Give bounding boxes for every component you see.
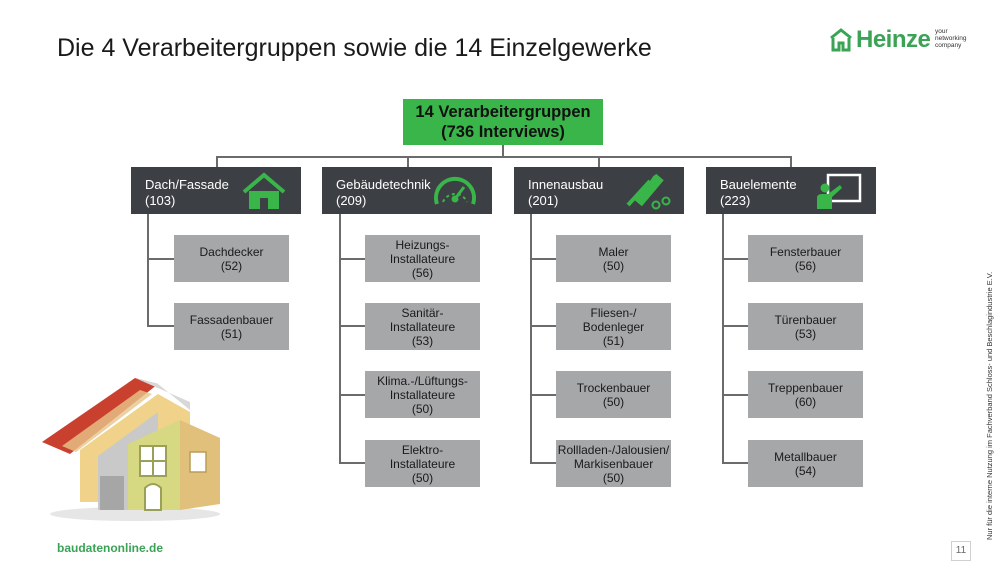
- connector: [530, 214, 532, 464]
- root-title: 14 Verarbeitergruppen: [415, 103, 591, 121]
- trade-treppenbauer: Treppenbauer(60): [748, 371, 863, 418]
- group-name: Bauelemente: [720, 177, 797, 192]
- connector: [407, 156, 409, 167]
- page-number: 11: [951, 541, 971, 561]
- connector: [722, 394, 748, 396]
- connector: [339, 258, 365, 260]
- connector: [216, 156, 218, 167]
- connector: [530, 325, 556, 327]
- trade-fensterbauer: Fensterbauer(56): [748, 235, 863, 282]
- connector: [530, 258, 556, 260]
- trade-fliesen-bodenleger: Fliesen-/ Bodenleger(51): [556, 303, 671, 350]
- heinze-logo-icon: [830, 28, 852, 52]
- presentation-icon: [817, 173, 862, 209]
- group-innenausbau: Innenausbau (201): [514, 167, 684, 214]
- tools-icon: [626, 173, 671, 210]
- connector: [722, 462, 748, 464]
- connector: [339, 394, 365, 396]
- house-icon: [242, 172, 286, 209]
- connector: [598, 156, 600, 167]
- group-dach-fassade: Dach/Fassade (103): [131, 167, 301, 214]
- trade-klima-lueftungs-installateure: Klima.-/Lüftungs- Installateure(50): [365, 371, 480, 418]
- connector: [530, 462, 556, 464]
- logo-wordmark: Heinze: [856, 26, 931, 53]
- root-subtitle: (736 Interviews): [441, 123, 565, 141]
- trade-maler: Maler(50): [556, 235, 671, 282]
- trade-metallbauer: Metallbauer(54): [748, 440, 863, 487]
- trade-elektro-installateure: Elektro- Installateure(50): [365, 440, 480, 487]
- connector: [502, 145, 504, 157]
- connector: [722, 214, 724, 464]
- trade-tuerenbauer: Türenbauer(53): [748, 303, 863, 350]
- connector: [147, 214, 149, 326]
- root-node: 14 Verarbeitergruppen (736 Interviews): [403, 99, 603, 145]
- gauge-icon: [434, 176, 476, 205]
- connector: [147, 325, 174, 327]
- group-count: (103): [145, 193, 176, 208]
- connector: [216, 156, 792, 158]
- group-gebaeudetechnik: Gebäudetechnik (209): [322, 167, 492, 214]
- group-name: Innenausbau: [528, 177, 604, 192]
- group-name: Gebäudetechnik: [336, 177, 431, 192]
- trade-sanitaer-installateure: Sanitär- Installateure(53): [365, 303, 480, 350]
- trade-fassadenbauer: Fassadenbauer(51): [174, 303, 289, 350]
- trade-dachdecker: Dachdecker(52): [174, 235, 289, 282]
- group-count: (209): [336, 193, 367, 208]
- connector: [790, 156, 792, 167]
- trade-trockenbauer: Trockenbauer(50): [556, 371, 671, 418]
- group-count: (201): [528, 193, 559, 208]
- trade-rollladen-jalousien-markisenbauer: Rollladen-/Jalousien/ Markisenbauer(50): [556, 440, 671, 487]
- connector: [339, 462, 365, 464]
- group-bauelemente: Bauelemente (223): [706, 167, 876, 214]
- group-name: Dach/Fassade: [145, 177, 229, 192]
- trade-heizungs-installateure: Heizungs- Installateure(56): [365, 235, 480, 282]
- connector: [147, 258, 174, 260]
- house-cutaway-illustration: [42, 378, 220, 521]
- group-count: (223): [720, 193, 751, 208]
- connector: [339, 325, 365, 327]
- connector: [722, 325, 748, 327]
- side-note: Nur für die interne Nutzung im Fachverba…: [985, 271, 994, 540]
- connector: [339, 214, 341, 464]
- connector: [722, 258, 748, 260]
- page-title: Die 4 Verarbeitergruppen sowie die 14 Ei…: [57, 34, 652, 62]
- footer-source: baudatenonline.de: [57, 541, 164, 555]
- connector: [530, 394, 556, 396]
